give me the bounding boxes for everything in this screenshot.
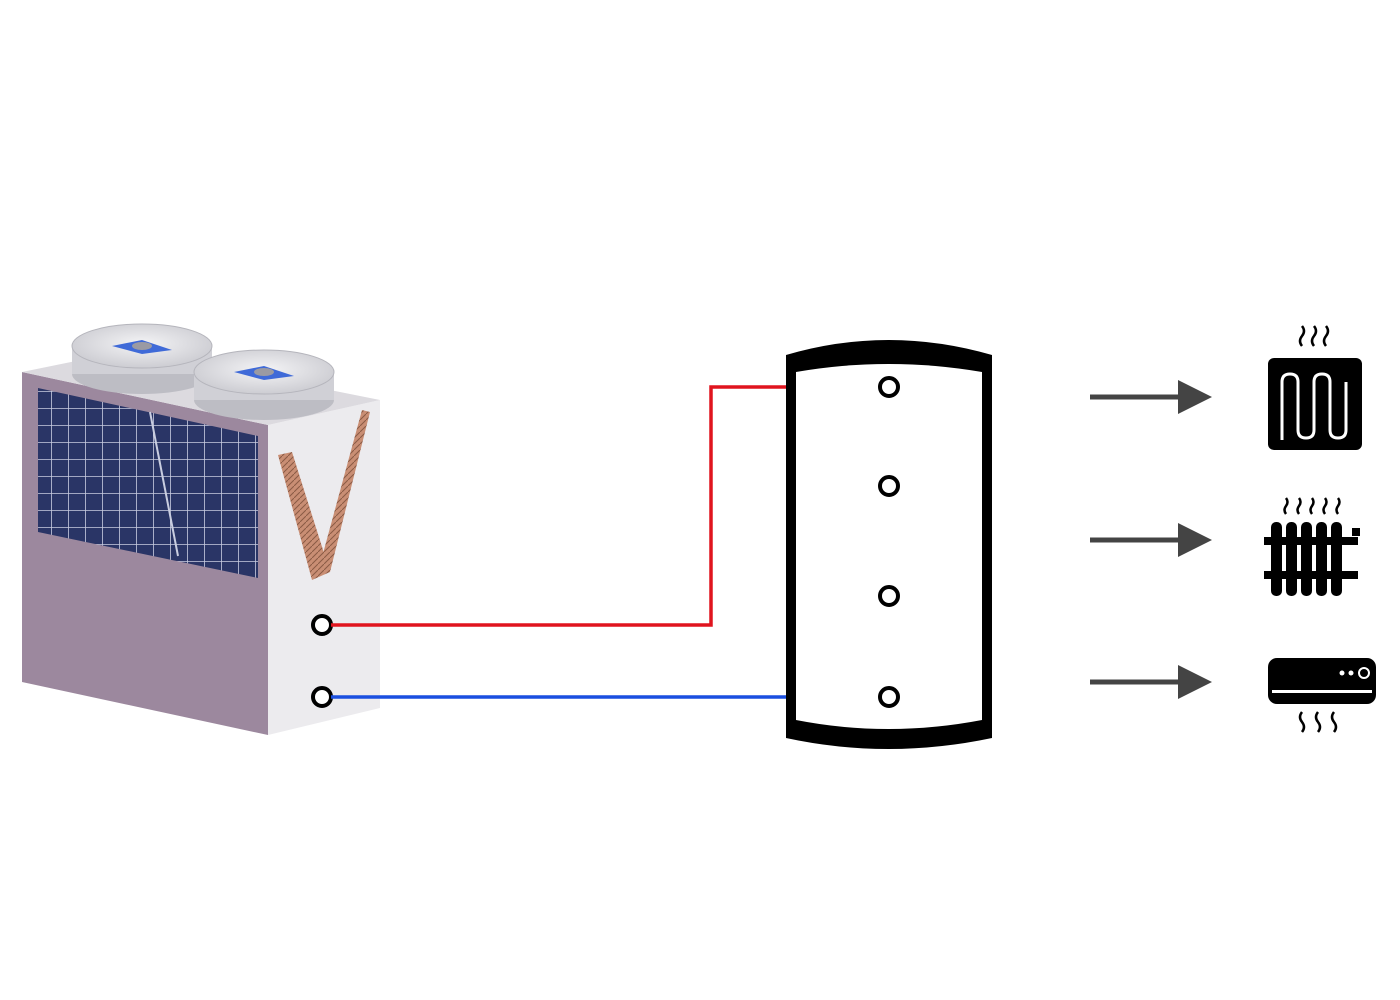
- fan-icon: [71, 323, 213, 394]
- arrow-right-icon: [1090, 523, 1212, 557]
- underfloor-heating-icon: [1268, 325, 1362, 450]
- fan-coil-air-conditioner-icon: [1268, 658, 1376, 733]
- tank-port-2: [878, 475, 900, 497]
- arrow-right-icon: [1090, 380, 1212, 414]
- unit-supply-port: [311, 614, 333, 636]
- buffer-tank-icon: [786, 340, 992, 749]
- coil-divider: [149, 411, 179, 557]
- air-source-heat-pump-unit-icon: [22, 323, 380, 735]
- tank-port-1: [878, 376, 900, 398]
- unit-front-coil: [38, 388, 258, 578]
- fan-icon: [193, 349, 335, 420]
- radiator-icon: [1264, 497, 1360, 596]
- arrow-right-icon: [1090, 665, 1212, 699]
- unit-side-coil-left: [278, 452, 330, 580]
- unit-return-port: [311, 686, 333, 708]
- unit-side-coil-right: [318, 410, 370, 572]
- tank-port-3: [878, 585, 900, 607]
- tank-port-4: [878, 686, 900, 708]
